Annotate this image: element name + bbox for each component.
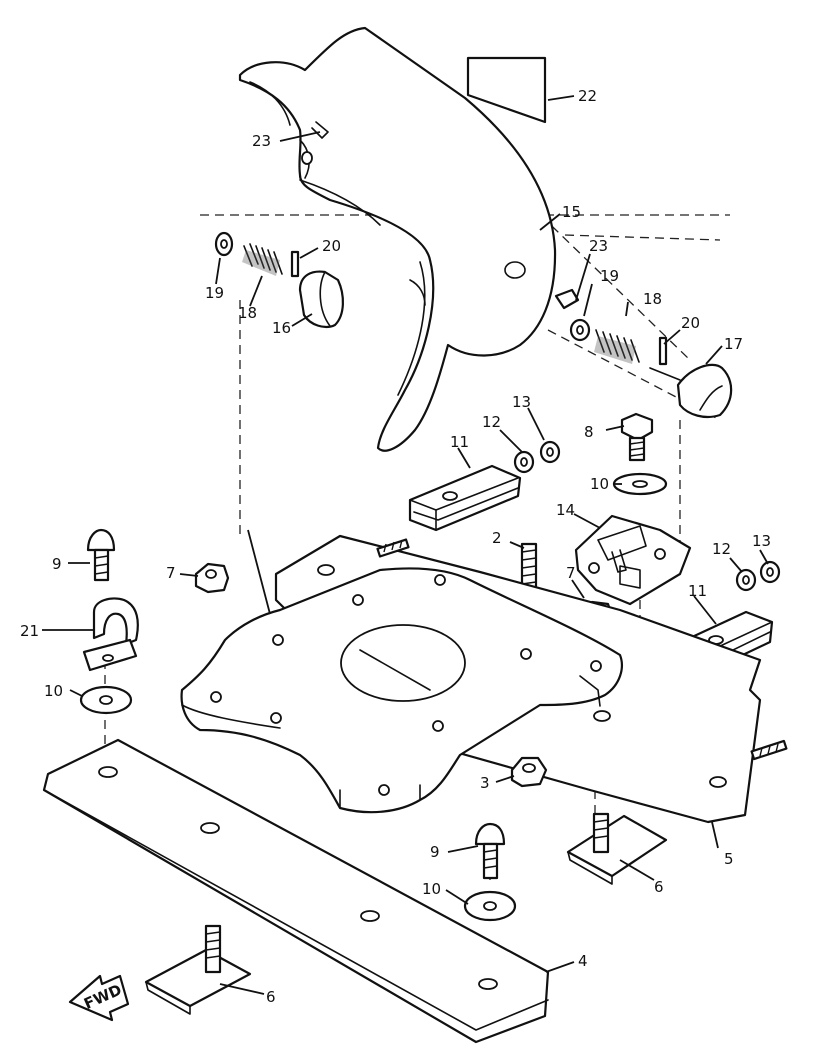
- callout-18-right: 18: [643, 290, 662, 308]
- part-9-bolt-left: [86, 528, 116, 582]
- callout-7-left: 7: [166, 564, 176, 582]
- callout-2: 2: [492, 529, 502, 547]
- part-13-nut-upper: [539, 440, 561, 464]
- callout-6-right: 6: [654, 878, 664, 896]
- part-21-clamp: [82, 597, 139, 672]
- part-9-bolt-bottom: [474, 822, 506, 880]
- part-10-washer-bottom: [463, 890, 517, 922]
- callout-3: 3: [480, 774, 490, 792]
- part-12-washer-right: [735, 568, 757, 592]
- callout-12-right: 12: [712, 540, 731, 558]
- callout-20-right: 20: [681, 314, 700, 332]
- callout-19-left: 19: [205, 284, 224, 302]
- callout-20-left: 20: [322, 237, 341, 255]
- callout-23-upper: 23: [252, 132, 271, 150]
- part-20-pin-left: [290, 250, 300, 278]
- callout-22: 22: [578, 87, 597, 105]
- callout-10-top: 10: [590, 475, 609, 493]
- callout-6-left: 6: [266, 988, 276, 1006]
- callout-11-right: 11: [688, 582, 707, 600]
- part-16-knob: [298, 270, 344, 329]
- callout-7-right: 7: [566, 564, 576, 582]
- callout-9-bottom: 9: [430, 843, 440, 861]
- callout-13-upper: 13: [512, 393, 531, 411]
- part-19-washer-left: [214, 231, 234, 257]
- callout-18-left: 18: [238, 304, 257, 322]
- part-7-nut-left: [194, 562, 230, 594]
- part-23-clip-lower: [554, 288, 580, 310]
- part-22-label-plate: [466, 56, 547, 124]
- part-18-spring-left: [242, 243, 283, 276]
- callout-8: 8: [584, 423, 594, 441]
- main-mounting-base: [180, 567, 623, 814]
- callout-21: 21: [20, 622, 39, 640]
- callout-10-left: 10: [44, 682, 63, 700]
- callout-17: 17: [724, 335, 743, 353]
- part-18-spring-right: [594, 329, 640, 364]
- part-6-tbolt-left: [144, 924, 252, 1015]
- callout-9-left: 9: [52, 555, 62, 573]
- part-12-washer-upper: [513, 450, 535, 474]
- part-3-nut: [510, 756, 548, 788]
- part-8-bolt: [620, 412, 654, 462]
- part-11-mount-upper: [408, 464, 522, 532]
- callout-5: 5: [724, 850, 734, 868]
- callout-12-upper: 12: [482, 413, 501, 431]
- part-14-hinge-bracket: [574, 514, 692, 606]
- part-19-washer-right: [569, 318, 591, 342]
- callout-4: 4: [578, 952, 588, 970]
- callout-13-right: 13: [752, 532, 771, 550]
- leader-lines: [42, 95, 769, 995]
- part-10-washer-left: [79, 685, 133, 715]
- part-6-tbolt-right: [566, 812, 668, 885]
- part-20-pin-right: [658, 336, 668, 366]
- part-4-bottom-plate: [42, 738, 550, 1044]
- part-17-knob: [649, 363, 733, 419]
- part-13-nut-right: [759, 560, 781, 584]
- callout-19-right: 19: [600, 267, 619, 285]
- callout-14: 14: [556, 501, 575, 519]
- fwd-arrow: FWD: [68, 974, 130, 1022]
- callout-labels: 22 23 15 20 19 18 16 23 19 18 20 17 13 1…: [20, 87, 771, 1006]
- callout-10-bottom: 10: [422, 880, 441, 898]
- callout-23-lower: 23: [589, 237, 608, 255]
- callout-15: 15: [562, 203, 581, 221]
- callout-11-upper: 11: [450, 433, 469, 451]
- callout-16: 16: [272, 319, 291, 337]
